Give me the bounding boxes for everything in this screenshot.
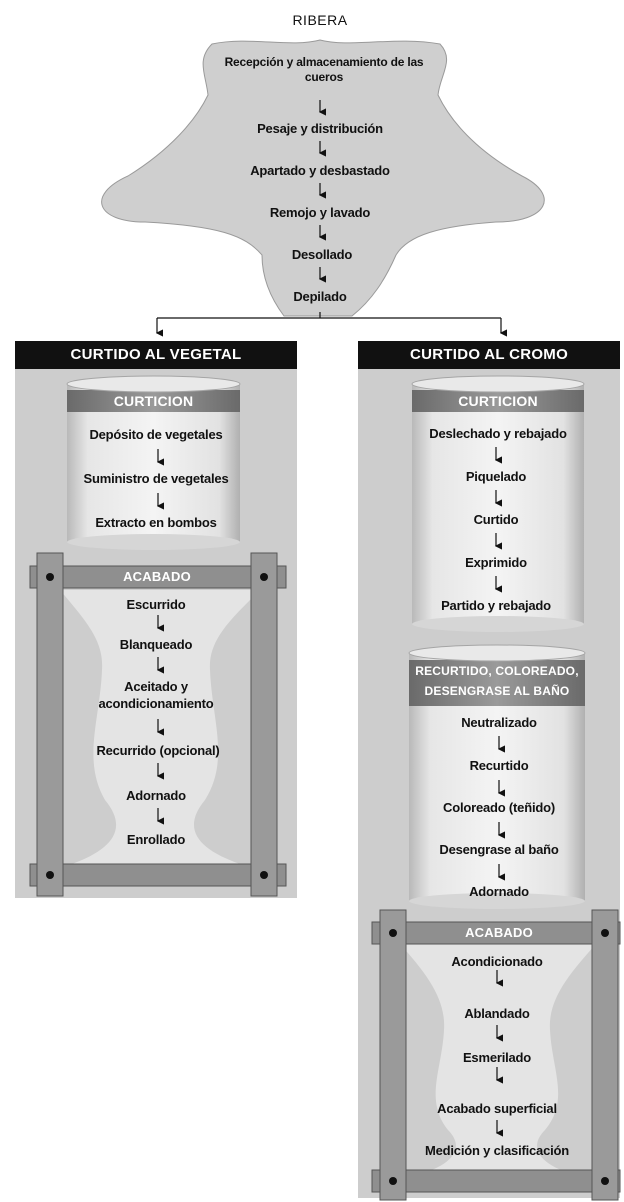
cromo-acabado-frame xyxy=(371,909,621,1201)
vegetal-acabado-step-2: Blanqueado xyxy=(119,637,193,652)
vegetal-curticion-step-3: Extracto en bombos xyxy=(95,515,217,530)
cromo-curticion-step-3: Curtido xyxy=(473,512,519,527)
cromo-header: CURTIDO AL CROMO xyxy=(358,341,620,369)
ribera-step-3: Apartado y desbastado xyxy=(250,163,390,178)
cromo-recurtido-step-2: Recurtido xyxy=(469,758,529,773)
cromo-curticion-step-1: Deslechado y rebajado xyxy=(429,426,567,441)
cromo-curticion-title: CURTICION xyxy=(458,393,538,409)
vegetal-acabado-step-6: Enrollado xyxy=(126,832,186,847)
cromo-recurtido-cylinder xyxy=(408,644,586,909)
vegetal-curticion-title: CURTICION xyxy=(113,393,194,409)
vegetal-acabado-step-4: Recurrido (opcional) xyxy=(96,743,220,758)
ribera-step-4: Remojo y lavado xyxy=(269,205,371,220)
vegetal-acabado-step-3: Aceitado y acondicionamiento xyxy=(98,679,214,711)
cromo-curticion-step-4: Exprimido xyxy=(465,555,527,570)
cromo-recurtido-step-3: Coloreado (teñido) xyxy=(443,800,555,815)
cromo-acabado-step-2: Ablandado xyxy=(464,1006,530,1021)
cromo-acabado-title: ACABADO xyxy=(465,925,533,940)
cromo-curticion-step-2: Piquelado xyxy=(465,469,527,484)
cromo-acabado-step-3: Esmerilado xyxy=(462,1050,532,1065)
vegetal-curticion-step-1: Depósito de vegetales xyxy=(89,427,223,442)
vegetal-acabado-title: ACABADO xyxy=(123,569,191,584)
cromo-recurtido-title: RECURTIDO, COLOREADO, DESENGRASE AL BAÑO xyxy=(409,661,585,701)
cromo-acabado-step-5: Medición y clasificación xyxy=(424,1143,570,1158)
vegetal-acabado-step-5: Adornado xyxy=(126,788,186,803)
vegetal-acabado-step-1: Escurrido xyxy=(126,597,186,612)
vegetal-acabado-frame xyxy=(29,552,287,897)
cromo-recurtido-title-line-2: DESENGRASE AL BAÑO xyxy=(424,684,570,698)
vegetal-curticion-cylinder xyxy=(66,375,241,550)
ribera-hide-shape xyxy=(101,39,545,317)
ribera-step-6: Depilado xyxy=(293,289,347,304)
cromo-curticion-step-5: Partido y rebajado xyxy=(441,598,551,613)
ribera-step-5: Desollado xyxy=(291,247,353,262)
cromo-acabado-step-1: Acondicionado xyxy=(451,954,543,969)
cromo-recurtido-step-4: Desengrase al baño xyxy=(439,842,559,857)
cromo-acabado-step-4: Acabado superficial xyxy=(437,1101,557,1116)
ribera-title: RIBERA xyxy=(292,12,348,28)
cromo-recurtido-step-5: Adornado xyxy=(469,884,529,899)
cromo-recurtido-title-line-1: RECURTIDO, COLOREADO, xyxy=(415,664,579,678)
vegetal-curticion-step-2: Suministro de vegetales xyxy=(83,471,229,486)
ribera-step-2: Pesaje y distribución xyxy=(257,121,383,136)
cromo-recurtido-step-1: Neutralizado xyxy=(461,715,537,730)
ribera-step-1: Recepción y almacenamiento de las cueros xyxy=(224,55,424,84)
cromo-curticion-cylinder xyxy=(411,375,585,632)
vegetal-header: CURTIDO AL VEGETAL xyxy=(15,341,297,369)
